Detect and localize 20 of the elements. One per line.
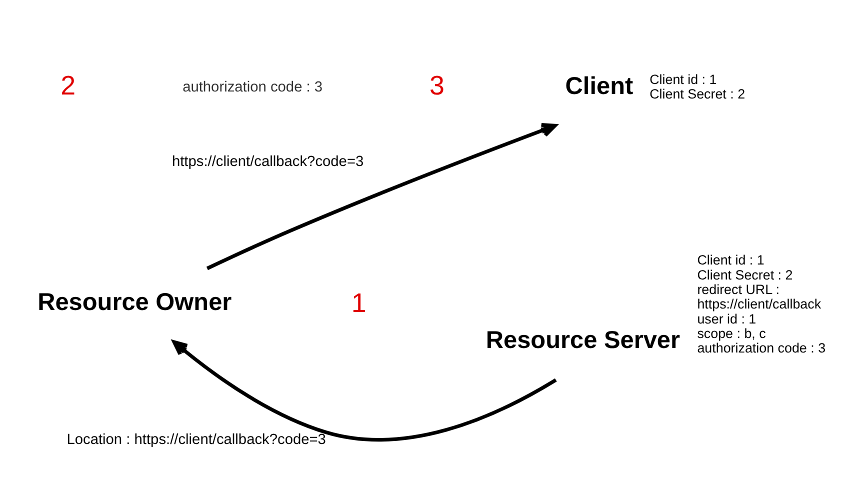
node-label: user id : 1 [697, 311, 756, 326]
arrow [172, 340, 557, 442]
arrow [206, 123, 557, 270]
node-label: scope : b, c [697, 326, 766, 341]
node-label: Client id : 1 [650, 72, 717, 87]
node-text: Resource Server [486, 326, 680, 354]
node-label: Client Secret : 2 [697, 267, 793, 282]
node-label: redirect URL : [697, 282, 780, 297]
label: 3 [430, 70, 444, 101]
label: authorization code : 3 [182, 80, 323, 96]
edge-label: https://client/callback?code=3 [172, 154, 364, 170]
node-label: Client Secret : 2 [650, 86, 746, 102]
node-text: Client [565, 72, 634, 100]
node-label: authorization code : 3 [697, 340, 826, 356]
node-label: https://client/callback [697, 296, 822, 312]
label: 2 [60, 70, 76, 101]
label: 1 [351, 288, 366, 318]
edge-label: Location : https://client/callback?code=3 [66, 432, 326, 448]
node-label: Client id : 1 [697, 252, 764, 268]
node-text: Resource Owner [38, 289, 232, 316]
